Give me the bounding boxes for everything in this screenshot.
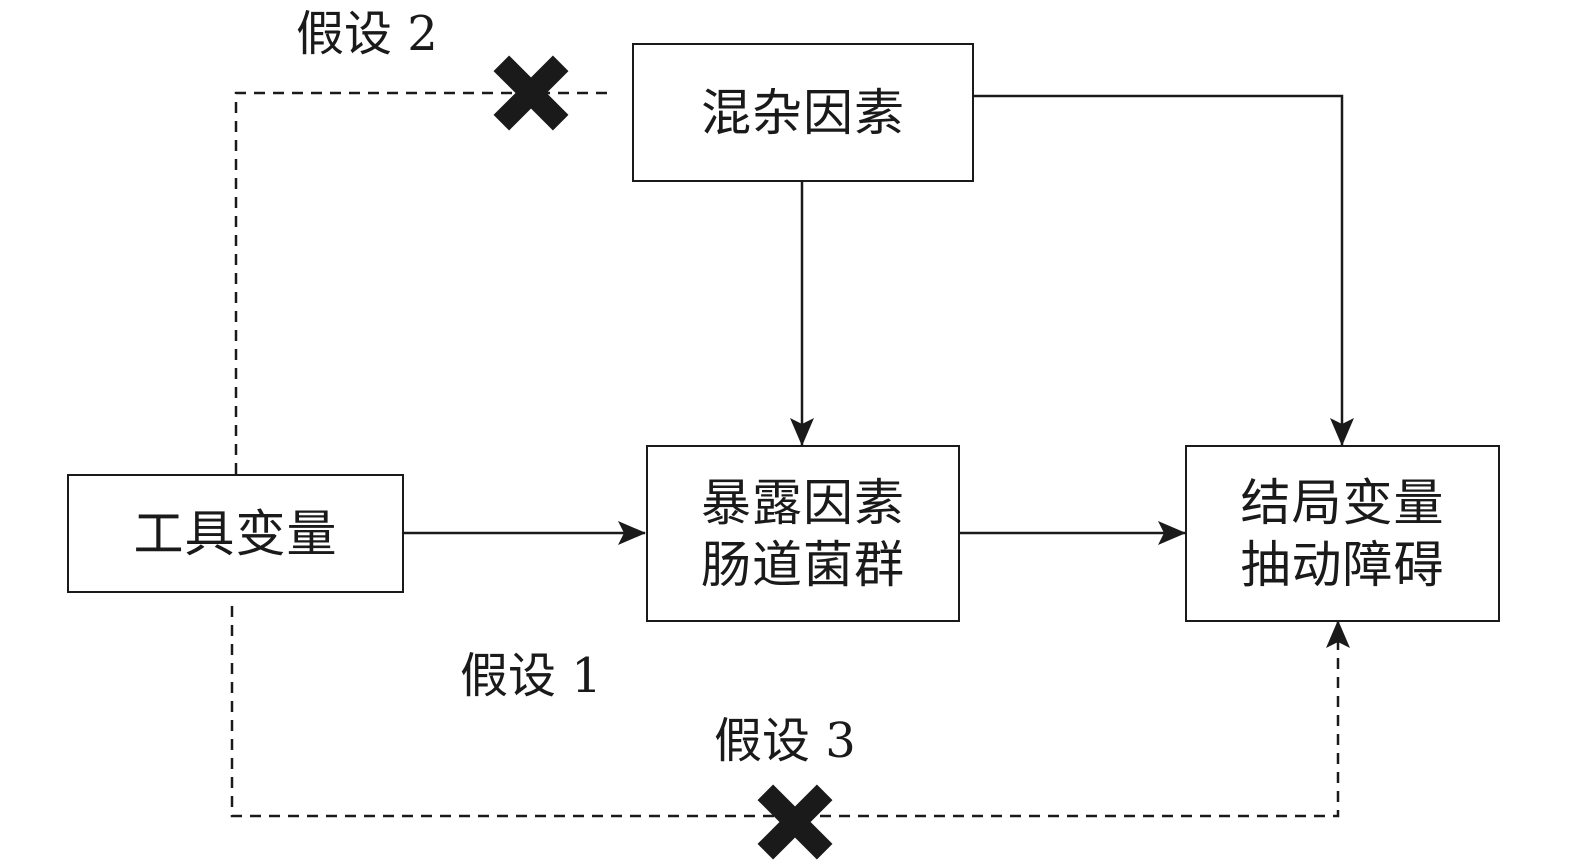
edge-instrument-to-confounder-dashed bbox=[234, 91, 610, 474]
edge-instrument-to-outcome-dashed bbox=[230, 606, 1350, 818]
node-exposure-label-2: 肠道菌群 bbox=[701, 535, 905, 594]
node-outcome-label-1: 结局变量 bbox=[1240, 473, 1445, 532]
node-exposure-label-1: 暴露因素 bbox=[701, 473, 905, 532]
node-exposure: 暴露因素 肠道菌群 bbox=[646, 445, 960, 622]
node-instrument-label: 工具变量 bbox=[133, 504, 338, 563]
node-confounder-label: 混杂因素 bbox=[701, 83, 905, 142]
blocked-x-icon-bottom bbox=[757, 784, 833, 860]
blocked-x-icon-top bbox=[493, 55, 569, 131]
node-outcome: 结局变量 抽动障碍 bbox=[1185, 445, 1500, 622]
assumption-1-label: 假设 1 bbox=[460, 648, 602, 704]
edge-confounder-to-outcome bbox=[973, 94, 1354, 446]
node-outcome-label-2: 抽动障碍 bbox=[1240, 535, 1445, 594]
node-instrument: 工具变量 bbox=[67, 474, 404, 593]
node-confounder: 混杂因素 bbox=[632, 43, 974, 182]
assumption-3-label: 假设 3 bbox=[714, 713, 856, 769]
assumption-2-label: 假设 2 bbox=[296, 6, 438, 62]
